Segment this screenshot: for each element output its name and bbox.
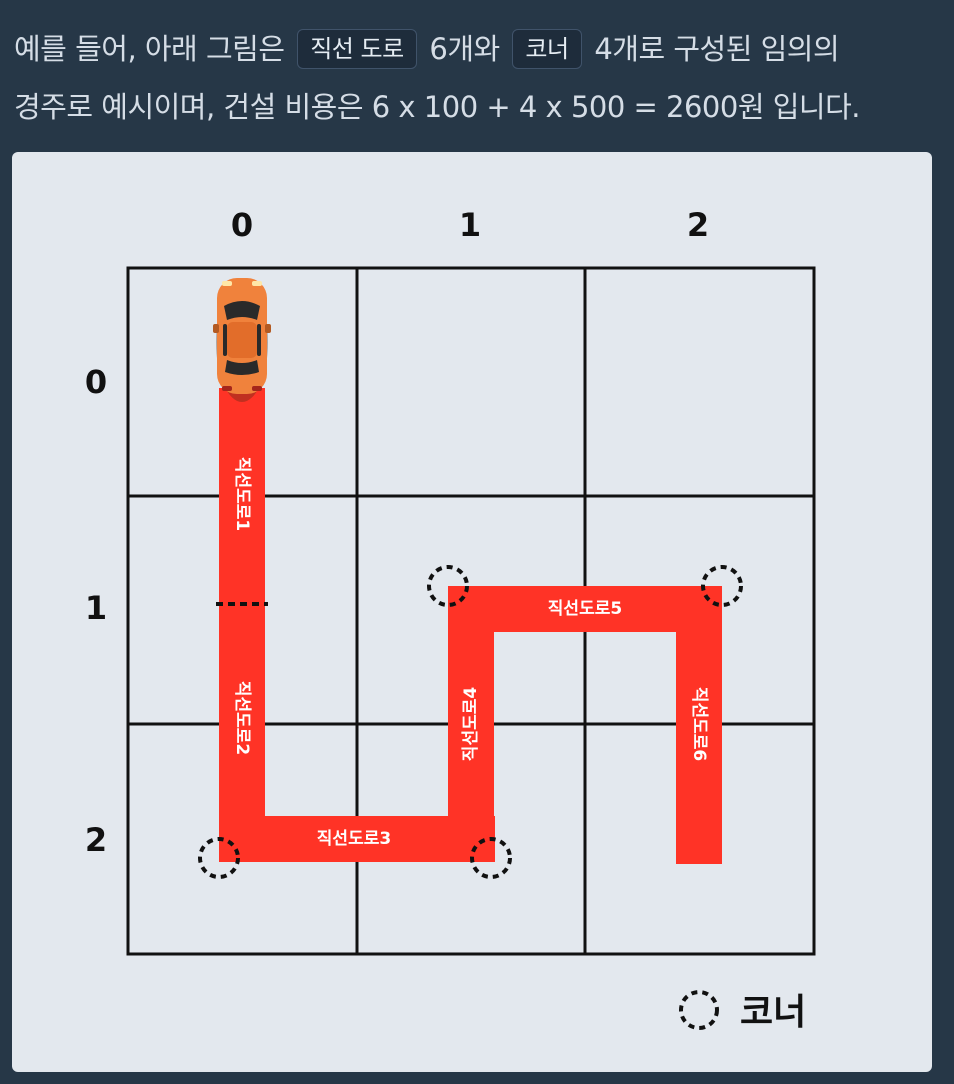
legend: 코너 <box>679 990 806 1033</box>
legend-corner-icon <box>679 990 719 1030</box>
road-label-4: 직선도로4 <box>461 687 481 762</box>
corner-marker <box>198 837 240 879</box>
road-segment-6 <box>676 586 722 864</box>
road-label-2: 직선도로2 <box>232 681 252 755</box>
row-label-2: 2 <box>85 821 107 859</box>
track-diagram-panel: 0 1 2 0 1 2 직선도로1 직선도로2 직선도로3 직선 <box>12 152 932 1072</box>
road-label-3: 직선도로3 <box>317 829 391 849</box>
road-label-1: 직선도로1 <box>232 457 252 531</box>
intro-part3: 4개로 구성된 임의의 <box>594 32 840 66</box>
intro-part2: 6개와 <box>429 32 500 66</box>
intro-part1: 예를 들어, 아래 그림은 <box>14 32 285 66</box>
corner-marker <box>701 565 743 607</box>
road-segment-1 <box>219 388 265 606</box>
description-text: 예를 들어, 아래 그림은 직선 도로 6개와 코너 4개로 구성된 임의의 경… <box>14 20 944 136</box>
col-label-0: 0 <box>231 206 253 244</box>
straight-road-chip: 직선 도로 <box>297 29 417 69</box>
col-label-2: 2 <box>687 206 709 244</box>
road-label-6: 직선도로6 <box>689 687 709 761</box>
row-label-1: 1 <box>85 589 107 627</box>
roads <box>219 388 722 864</box>
legend-label: 코너 <box>740 992 806 1033</box>
row-label-0: 0 <box>85 363 107 401</box>
corners <box>198 565 743 879</box>
road-label-5: 직선도로5 <box>548 599 622 619</box>
track-diagram: 0 1 2 0 1 2 직선도로1 직선도로2 직선도로3 직선 <box>85 206 816 1033</box>
car-icon <box>213 278 271 402</box>
corner-marker <box>470 837 512 879</box>
corner-marker <box>427 565 469 607</box>
grid-border <box>126 266 816 956</box>
col-label-1: 1 <box>459 206 481 244</box>
corner-chip: 코너 <box>512 29 582 69</box>
intro-line2: 경주로 예시이며, 건설 비용은 6 x 100 + 4 x 500 = 260… <box>14 90 861 124</box>
